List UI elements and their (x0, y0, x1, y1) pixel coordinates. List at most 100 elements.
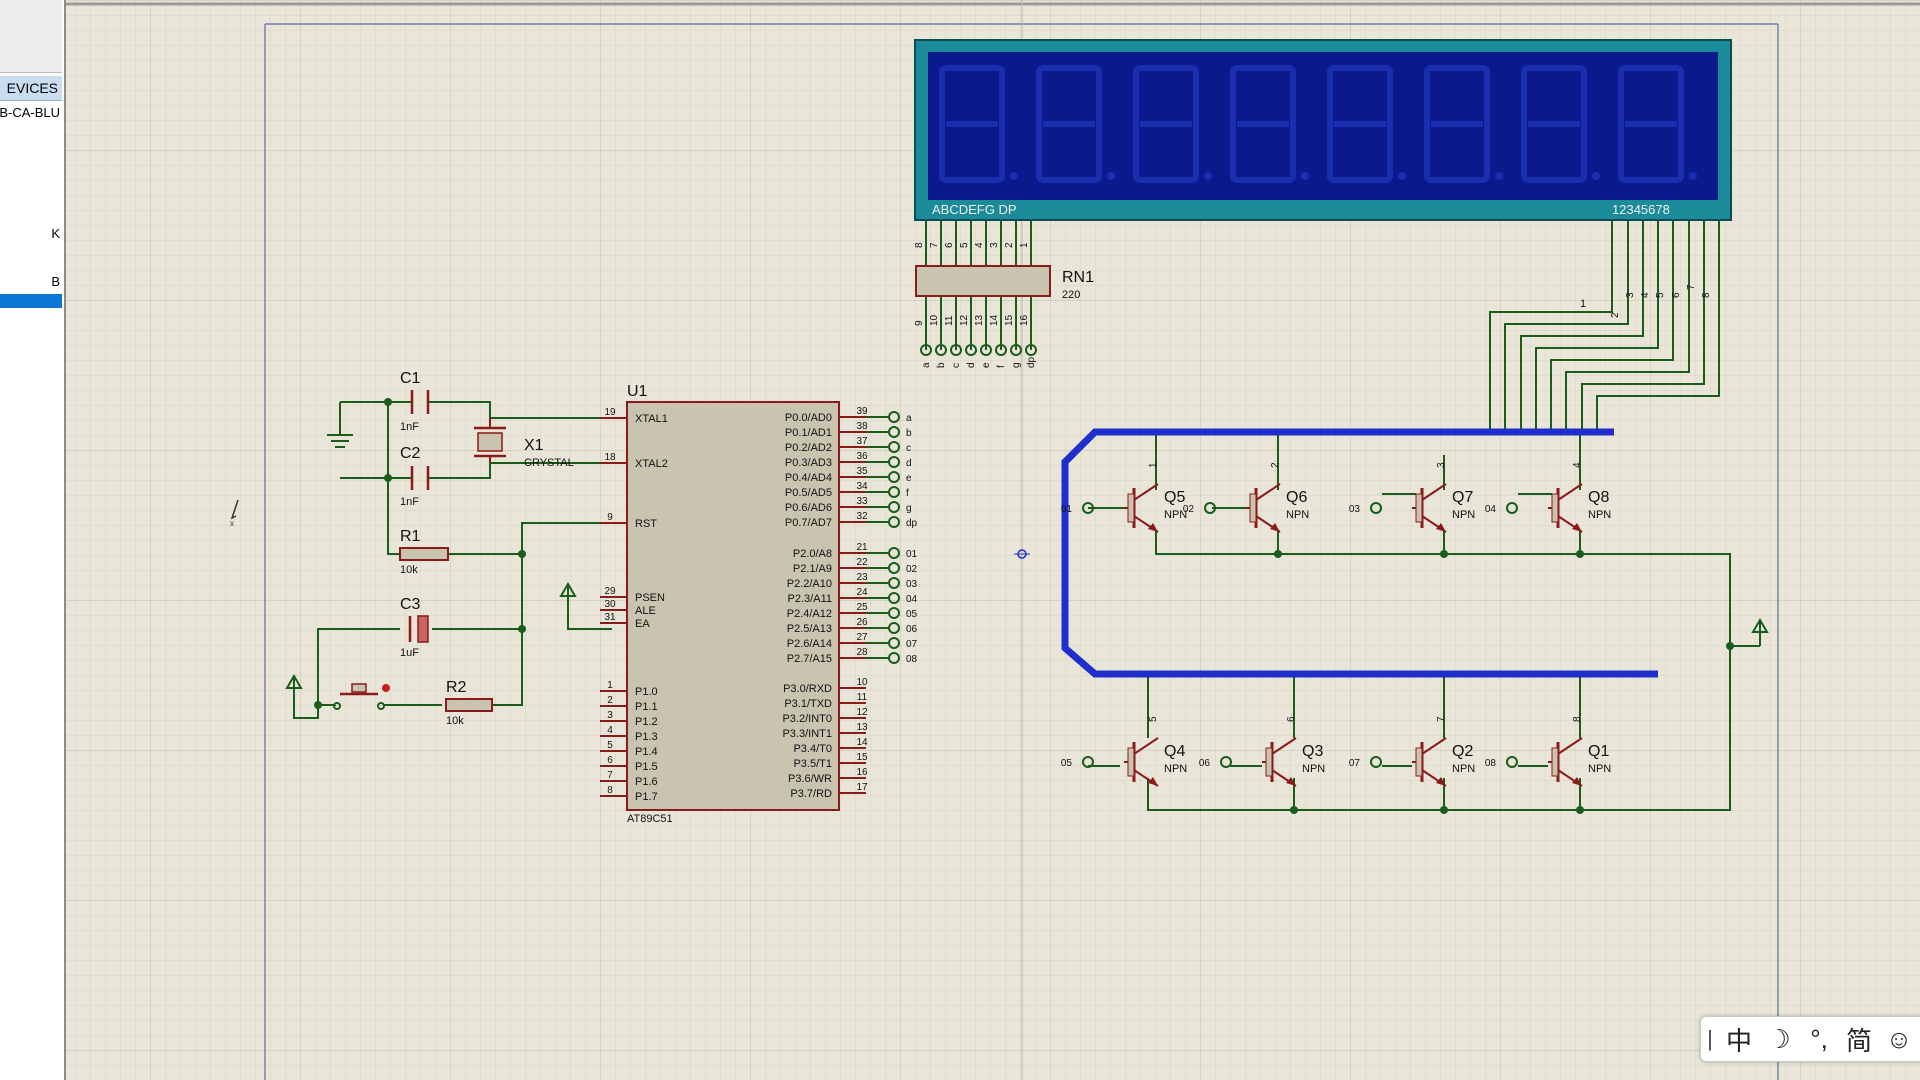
device-list-item[interactable]: B-CA-BLU (0, 105, 60, 120)
r1-value: 10k (400, 564, 418, 576)
terminal-label: d (906, 458, 912, 469)
terminal-label: g (906, 503, 912, 514)
transistor-ref: Q6 (1286, 489, 1307, 506)
rn1-pin-number: 16 (1019, 314, 1030, 326)
u1-pin-name: P1.5 (635, 761, 658, 773)
display-pin-number: 5 (959, 242, 970, 248)
lcd-digit (1133, 65, 1199, 183)
transistor-base-terminal (1082, 756, 1094, 768)
display-pin-number: 6 (944, 242, 955, 248)
microcontroller-u1[interactable]: U1 AT89C51 19XTAL118XTAL29RST29PSEN30ALE… (600, 383, 918, 825)
terminal-label: 08 (906, 654, 918, 665)
pen-cursor-icon: x (230, 499, 239, 528)
display-pin-number: 3 (989, 242, 1000, 248)
capacitor-c3[interactable]: C3 1uF (400, 596, 429, 659)
lcd-digit (1230, 65, 1296, 183)
digit-line-number: 4 (1640, 292, 1651, 298)
devices-header-label: EVICES (6, 80, 58, 96)
device-list-item[interactable]: B (51, 274, 60, 289)
transistor-collector (1133, 737, 1159, 755)
c3-ref: C3 (400, 596, 421, 613)
rn1-terminal-label: dp (1026, 356, 1037, 368)
device-list-item-selected[interactable] (0, 294, 62, 308)
u1-pin-name: P3.0/RXD (783, 683, 832, 695)
terminal-dot (888, 637, 900, 649)
terminal-label: dp (906, 518, 918, 529)
u1-pin-number: 1 (607, 680, 613, 691)
r2-value: 10k (446, 715, 464, 727)
transistor-base-label: 05 (1061, 758, 1073, 769)
lcd-decimal-point (1689, 172, 1697, 180)
terminal-dot (888, 516, 900, 528)
reset-button[interactable] (333, 683, 390, 710)
u1-pin-number: 16 (856, 767, 868, 778)
rn1-ref: RN1 (1062, 269, 1094, 286)
schematic-canvas[interactable]: C1 1nF C2 1nF C3 1uF X1 CRYSTAL R1 10k R… (66, 0, 1920, 1080)
rn1-pin-number: 11 (944, 315, 955, 326)
transistor-collector (1421, 483, 1447, 501)
u1-pin-number: 3 (607, 710, 613, 721)
u1-pin-number: 17 (856, 782, 868, 793)
u1-pin-number: 33 (856, 496, 868, 507)
transistor-collector-number: 8 (1572, 716, 1583, 722)
ime-halfwidth-moon-icon[interactable]: ☽ (1767, 1023, 1791, 1054)
ime-emoji-icon[interactable]: ☺ (1885, 1023, 1913, 1054)
lcd-digit (1521, 65, 1587, 183)
crystal-x1[interactable]: X1 CRYSTAL (474, 418, 574, 469)
resistor-r2[interactable]: R2 10k (445, 679, 493, 727)
device-list-item[interactable]: K (51, 226, 60, 241)
u1-pin-number: 9 (607, 512, 613, 523)
rn1-terminal-label: g (1011, 362, 1022, 368)
transistor-base-label: 08 (1485, 758, 1497, 769)
u1-pin-name: P1.2 (635, 716, 658, 728)
digit-line-number: 3 (1625, 292, 1636, 298)
capacitor-c1[interactable]: C1 1nF (400, 370, 430, 433)
ime-chinese-mode-button[interactable]: 中 (1725, 1025, 1752, 1056)
u1-pin-number: 4 (607, 725, 613, 736)
terminal-label: f (906, 488, 909, 499)
u1-pin-number: 22 (856, 557, 868, 568)
transistor-base-label: 02 (1183, 504, 1195, 515)
ime-simplified-button[interactable]: 简 (1845, 1025, 1872, 1056)
ime-grip-handle[interactable]: | (1707, 1026, 1713, 1051)
u1-pin-name: P2.1/A9 (793, 563, 832, 575)
rn1-terminal-dot (1010, 344, 1022, 356)
capacitor-c2[interactable]: C2 1nF (400, 445, 430, 508)
u1-pin-name: P2.7/A15 (787, 653, 832, 665)
terminal-dot (888, 577, 900, 589)
rn1-pin-number: 9 (914, 320, 925, 326)
u1-pin-number: 6 (607, 755, 613, 766)
ime-toolbar[interactable]: | 中 ☽ °, 简 ☺ (1700, 1016, 1920, 1062)
transistor-collector (1133, 483, 1159, 501)
transistor-ref: Q3 (1302, 743, 1323, 760)
terminal-dot (888, 411, 900, 423)
u1-pin-number: 35 (856, 466, 868, 477)
transistor-type: NPN (1588, 763, 1611, 775)
resistor-r1[interactable]: R1 10k (399, 528, 449, 576)
digit-header: 12345678 (1612, 202, 1670, 217)
transistor-arrow (1572, 777, 1582, 786)
u1-pin-name: P2.2/A10 (787, 578, 832, 590)
u1-pin-name: P1.7 (635, 791, 658, 803)
terminal-dot (888, 607, 900, 619)
digit-line-number: 8 (1701, 292, 1712, 298)
ime-punctuation-button[interactable]: °, (1810, 1023, 1828, 1054)
u1-pin-name: P1.1 (635, 701, 658, 713)
transistor-arrow (1436, 523, 1446, 532)
u1-ref: U1 (627, 383, 648, 400)
u1-pin-name: EA (635, 618, 650, 630)
device-panel: EVICES B-CA-BLU K B (0, 0, 66, 1080)
u1-pin-number: 21 (856, 542, 868, 553)
panel-toolbar[interactable] (0, 0, 62, 73)
bus-wire[interactable] (1061, 428, 1658, 678)
